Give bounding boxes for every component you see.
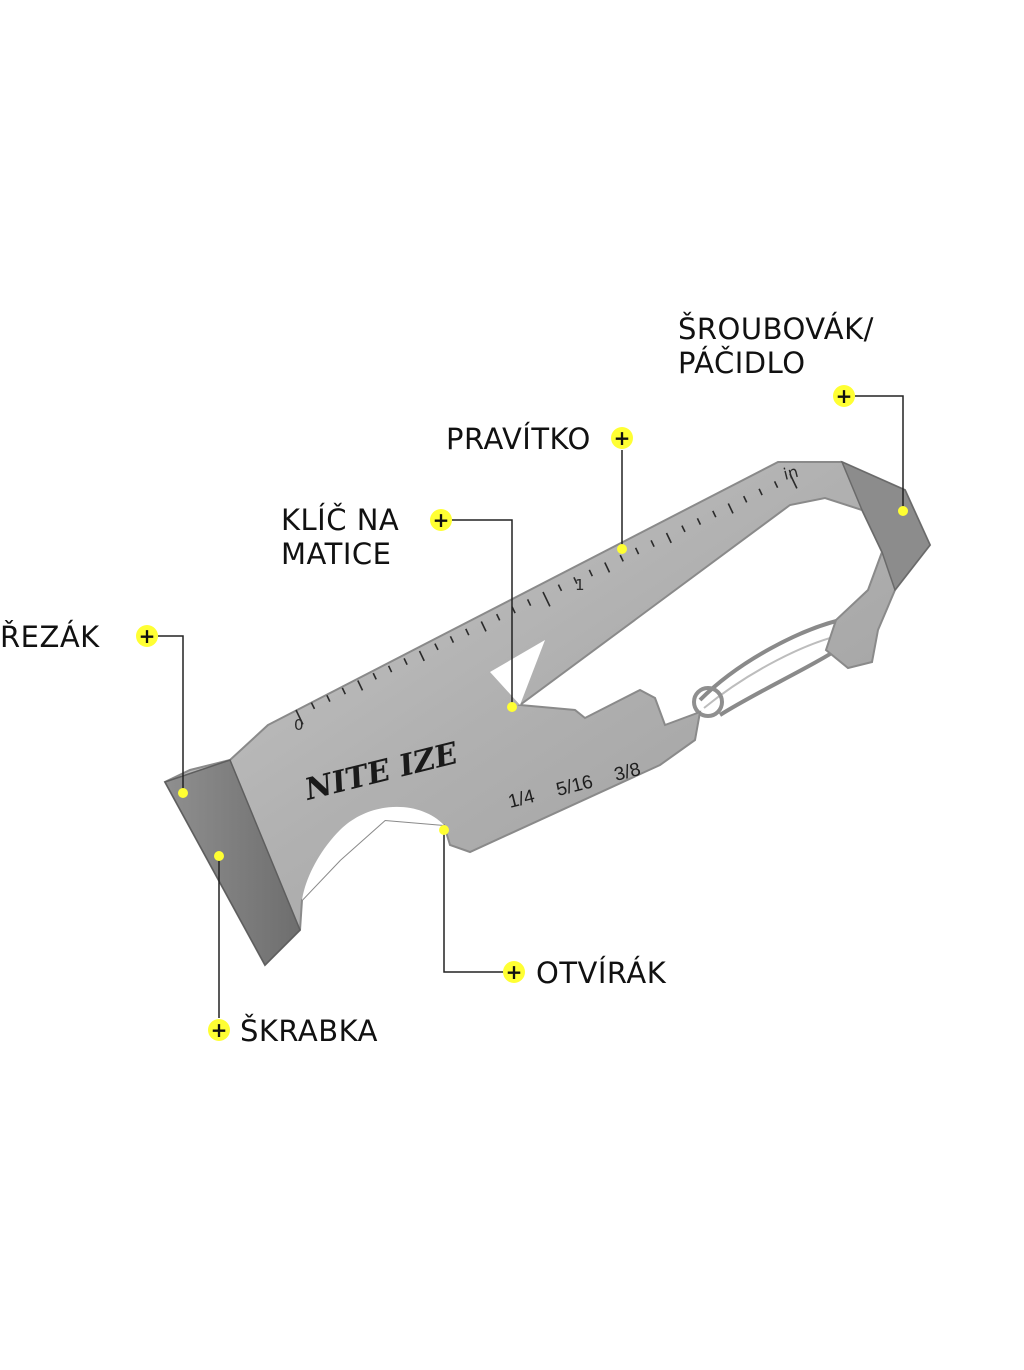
ruler-start-label: 0 <box>294 716 304 734</box>
ruler-tick <box>573 576 578 584</box>
ruler-mark-label: 1 <box>575 576 585 594</box>
label-scraper: ŠKRABKA <box>240 1014 378 1048</box>
ruler-tick <box>526 599 532 607</box>
opener-hook <box>302 806 444 900</box>
marker-wrench-plus-icon[interactable]: + <box>430 509 452 531</box>
ruler-tick <box>634 547 640 555</box>
ruler-tick <box>434 643 439 651</box>
label-screwdriver: ŠROUBOVÁK/ PÁČIDLO <box>678 312 874 380</box>
ruler-tick <box>665 532 672 544</box>
ruler-tick <box>449 635 455 643</box>
leader-cutter <box>158 635 184 792</box>
ruler-tick <box>326 694 331 702</box>
ruler-tick <box>465 628 470 636</box>
pry-tip <box>840 460 931 592</box>
ruler-tick <box>588 569 594 577</box>
label-cutter: ŘEZÁK <box>0 620 100 654</box>
marker-opener-plus-icon[interactable]: + <box>503 961 525 983</box>
leader-opener <box>443 832 504 973</box>
label-ruler: PRAVÍTKO <box>446 422 591 456</box>
scraper-blade <box>163 759 301 967</box>
ruler-tick <box>341 687 347 695</box>
marker-screwdriver-plus-icon[interactable]: + <box>833 385 855 407</box>
ruler-tick <box>418 650 425 662</box>
anchor-dots <box>178 506 908 861</box>
ruler-tick <box>758 488 763 496</box>
ruler-tick <box>696 517 702 525</box>
ruler-tick <box>619 554 624 562</box>
leader-wrench <box>452 519 513 706</box>
ruler-tick <box>650 540 655 548</box>
ruler-tick <box>403 658 408 666</box>
ruler-tick <box>727 503 734 514</box>
ruler-tick <box>387 665 393 673</box>
ruler-tick <box>557 584 563 592</box>
leader-screwdriver <box>855 395 904 510</box>
ruler-tick <box>773 481 779 489</box>
ruler-tick <box>542 591 551 607</box>
leader-lines <box>158 395 904 1018</box>
ruler-tick <box>681 525 686 533</box>
marker-cutter-plus-icon[interactable]: + <box>136 625 158 647</box>
ruler-ticks <box>295 473 798 725</box>
ruler-tick <box>372 672 377 680</box>
ruler-tick <box>310 702 316 710</box>
ruler-tick <box>495 613 501 621</box>
ruler-tick <box>789 473 798 489</box>
ruler-unit-label: in <box>781 462 800 484</box>
marker-ruler-plus-icon[interactable]: + <box>611 427 633 449</box>
ruler-tick <box>604 562 611 573</box>
marker-scraper-plus-icon[interactable]: + <box>208 1019 230 1041</box>
ruler-tick <box>295 709 304 725</box>
wrench-notch <box>490 640 545 705</box>
ruler-tick <box>480 621 487 632</box>
ruler-tick <box>742 495 748 503</box>
ruler-tick <box>712 510 717 518</box>
ruler-tick <box>357 680 364 691</box>
ring-rivet <box>692 686 724 718</box>
label-wrench: KLÍČ NA MATICE <box>281 503 400 571</box>
label-opener: OTVÍRÁK <box>536 956 667 990</box>
